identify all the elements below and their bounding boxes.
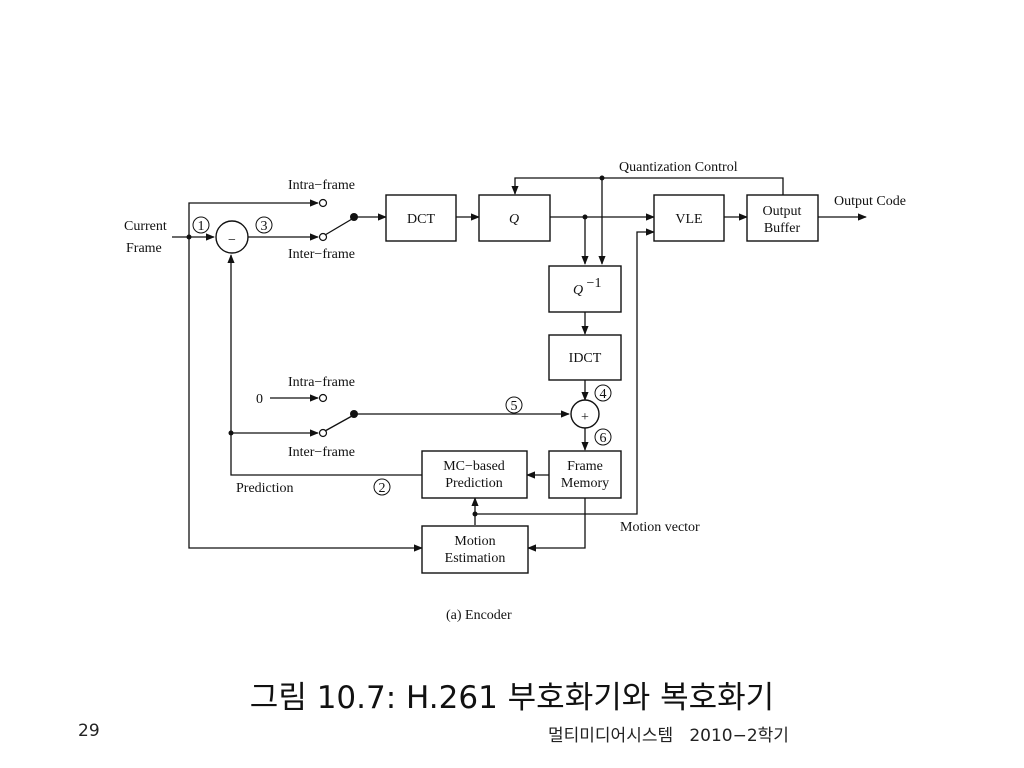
subtractor: − <box>215 220 249 254</box>
node-marker-5: 5 <box>505 396 523 414</box>
label-inter-frame-bottom: Inter−frame <box>288 445 355 460</box>
junction-dots <box>186 175 605 517</box>
svg-text:−1: −1 <box>587 276 602 291</box>
svg-text:5: 5 <box>511 399 518 414</box>
label-current: Current <box>124 219 167 234</box>
switch-bottom <box>318 393 358 438</box>
switch-top <box>318 198 358 242</box>
svg-text:IDCT: IDCT <box>569 351 602 366</box>
svg-text:Frame: Frame <box>567 459 603 474</box>
svg-text:MC−based: MC−based <box>443 459 505 474</box>
svg-text:2: 2 <box>379 481 386 496</box>
svg-text:VLE: VLE <box>675 212 702 227</box>
slide-title: 그림 10.7: H.261 부호화기와 복호화기 <box>249 680 775 716</box>
svg-text:Q: Q <box>509 212 519 227</box>
label-inter-frame-top: Inter−frame <box>288 247 355 262</box>
svg-text:Prediction: Prediction <box>445 476 503 491</box>
dct-block: DCT <box>385 194 457 242</box>
node-marker-2: 2 <box>373 478 391 496</box>
mc-prediction-block: MC−based Prediction <box>421 450 528 499</box>
svg-text:4: 4 <box>600 387 607 402</box>
vle-block: VLE <box>653 194 725 242</box>
svg-text:Q: Q <box>573 283 583 298</box>
q-inverse-block: Q −1 <box>548 265 622 313</box>
svg-text:Buffer: Buffer <box>764 221 801 236</box>
svg-text:3: 3 <box>261 219 268 234</box>
diagram-caption: (a) Encoder <box>446 608 512 623</box>
node-marker-3: 3 <box>255 216 273 234</box>
motion-estimation-block: Motion Estimation <box>421 525 529 574</box>
node-marker-1: 1 <box>192 216 210 234</box>
label-motion-vector: Motion vector <box>620 520 700 535</box>
svg-text:Output: Output <box>763 204 802 219</box>
node-marker-6: 6 <box>594 428 612 446</box>
label-output-code: Output Code <box>834 194 906 209</box>
svg-text:Memory: Memory <box>561 476 609 491</box>
signal-wires <box>172 177 867 552</box>
svg-text:Estimation: Estimation <box>445 551 506 566</box>
adder: + <box>570 399 600 429</box>
output-buffer-block: Output Buffer <box>746 194 819 242</box>
frame-memory-block: Frame Memory <box>548 450 622 499</box>
course-footer: 멀티미디어시스템 2010−2학기 <box>548 726 789 746</box>
subtract-sign: − <box>228 233 236 248</box>
idct-block: IDCT <box>548 334 622 381</box>
label-intra-frame-top: Intra−frame <box>288 178 355 193</box>
label-prediction: Prediction <box>236 481 294 496</box>
node-marker-4: 4 <box>594 384 612 402</box>
label-quantization-control: Quantization Control <box>619 160 738 175</box>
label-intra-frame-bottom: Intra−frame <box>288 375 355 390</box>
add-sign: + <box>581 410 589 425</box>
q-block: Q <box>478 194 551 242</box>
svg-text:DCT: DCT <box>407 212 435 227</box>
svg-text:1: 1 <box>198 219 205 234</box>
svg-text:6: 6 <box>600 431 607 446</box>
page-number: 29 <box>78 721 100 741</box>
svg-text:Motion: Motion <box>454 534 495 549</box>
label-zero: 0 <box>256 392 263 407</box>
label-frame: Frame <box>126 241 162 256</box>
